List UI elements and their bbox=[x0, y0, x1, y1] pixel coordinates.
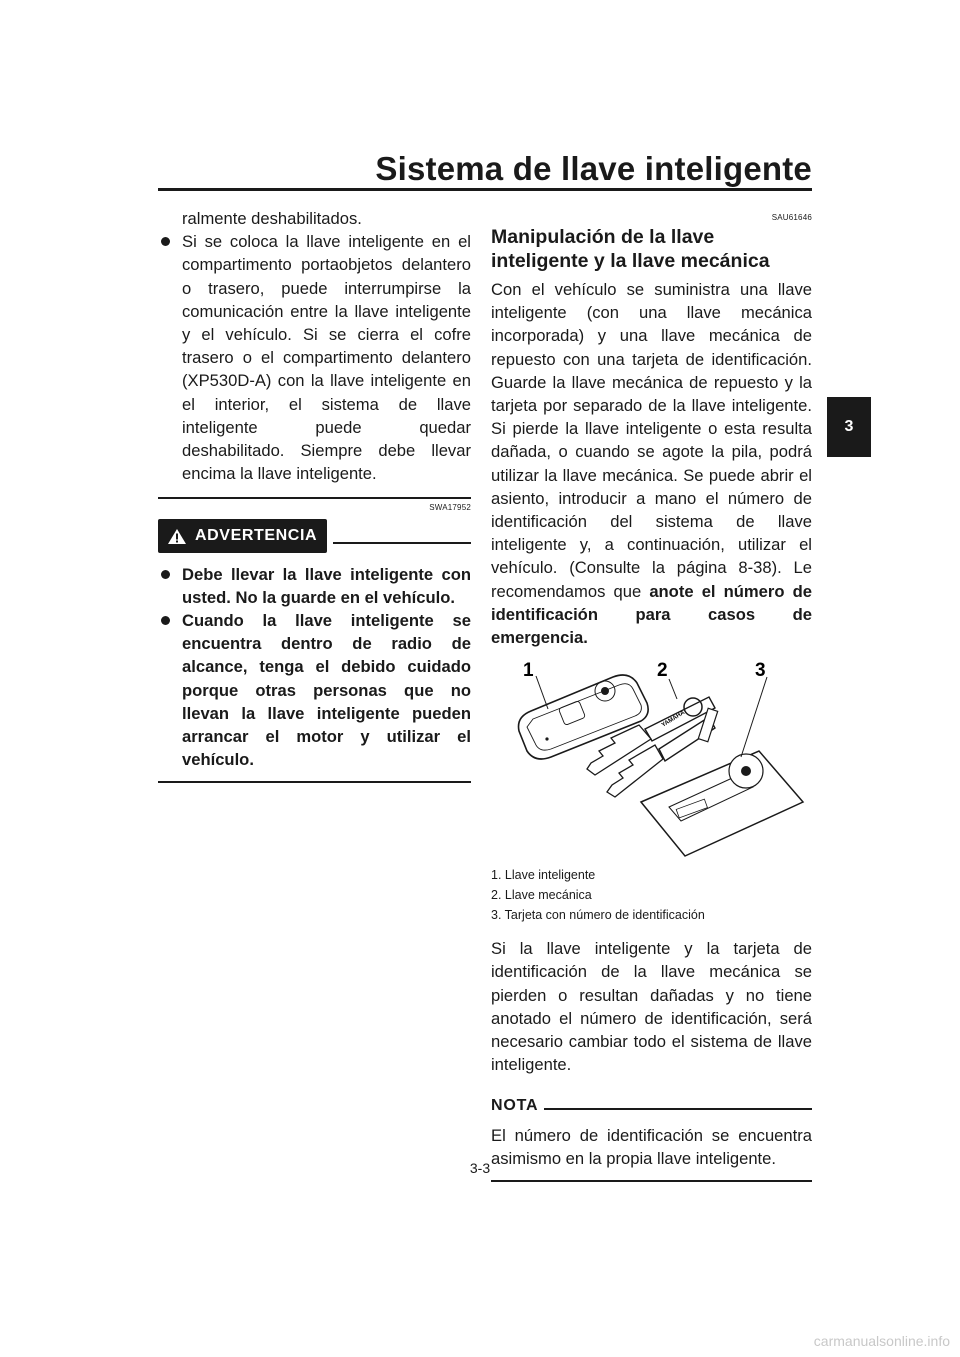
key-blade-1 bbox=[586, 724, 652, 777]
chapter-tab: 3 bbox=[827, 397, 871, 457]
warning-code: SWA17952 bbox=[429, 503, 471, 513]
nota-label: NOTA bbox=[491, 1097, 539, 1115]
header-rule bbox=[158, 188, 812, 191]
id-card-shape bbox=[639, 750, 805, 858]
smart-key-fob bbox=[517, 674, 649, 761]
callout-3: 3 bbox=[755, 660, 766, 681]
nota-header: NOTA bbox=[491, 1094, 812, 1117]
nota-rule bbox=[544, 1108, 812, 1111]
right-column: SAU61646 Manipulación de la llave inteli… bbox=[491, 213, 812, 1182]
nota-end-rule bbox=[491, 1180, 812, 1182]
warning-end-rule bbox=[158, 781, 471, 784]
warning-rule bbox=[333, 542, 471, 545]
nota-text: El número de identificación se encuentra… bbox=[491, 1125, 812, 1168]
paragraph-bold-text: anote el número de identificación para c… bbox=[491, 581, 812, 648]
section-title: Manipulación de la llave inteligente y l… bbox=[491, 226, 770, 272]
caption-item: 2. Llave mecánica bbox=[491, 888, 592, 903]
warning-badge: ADVERTENCIA bbox=[158, 519, 328, 553]
divider bbox=[158, 497, 471, 500]
key-illustration: YAMAHA 1 2 3 bbox=[517, 660, 805, 858]
warning-header: ADVERTENCIA bbox=[158, 519, 471, 553]
watermark: carmanualsonline.info bbox=[813, 1333, 950, 1349]
page-title: Sistema de llave inteligente bbox=[375, 150, 812, 187]
paragraph-2: Si la llave inteligente y la tarjeta de … bbox=[491, 939, 812, 1075]
section-code: SAU61646 bbox=[771, 213, 812, 222]
key-figure: YAMAHA 1 2 3 bbox=[491, 659, 812, 859]
figure-captions: 1. Llave inteligente 2. Llave mecánica 3… bbox=[491, 865, 812, 925]
caption-item: 1. Llave inteligente bbox=[491, 868, 596, 883]
callout-2: 2 bbox=[657, 660, 668, 681]
caption-item: 3. Tarjeta con número de identificación bbox=[491, 908, 705, 923]
left-column: ralmente deshabilitados. Si se coloca la… bbox=[158, 207, 471, 784]
warning-icon bbox=[168, 528, 186, 544]
warning-label: ADVERTENCIA bbox=[195, 527, 318, 545]
warning-item: Cuando la llave inteligente se encuentra… bbox=[158, 609, 471, 771]
continued-text: ralmente deshabilitados. bbox=[182, 209, 362, 228]
page-number: 3-3 bbox=[469, 1160, 491, 1176]
section-paragraph: Con el vehículo se suministra una llave … bbox=[491, 278, 812, 649]
paragraph-text: Con el vehículo se suministra una llave … bbox=[491, 280, 812, 601]
callout-1: 1 bbox=[523, 660, 534, 681]
bullet-item: Si se coloca la llave inteligente en el … bbox=[158, 230, 471, 485]
warning-item: Debe llevar la llave inteligente con ust… bbox=[158, 563, 471, 609]
key-blade-2 bbox=[606, 744, 664, 799]
